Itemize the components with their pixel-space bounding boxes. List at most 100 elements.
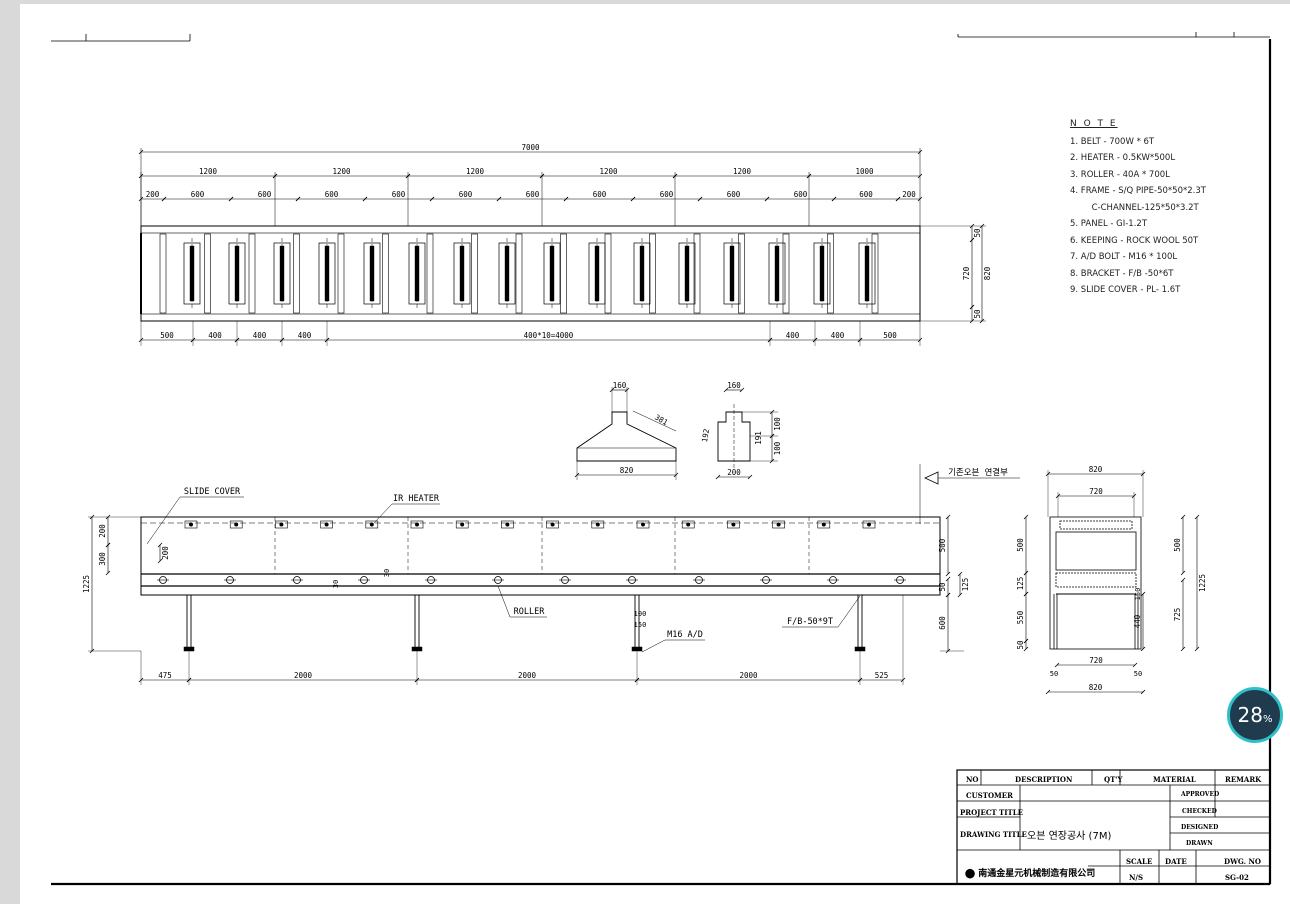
side-right-125-text: 125: [961, 578, 970, 592]
side-heater-dot-0: [189, 522, 193, 527]
plan-roller-7: [471, 233, 478, 314]
note-item-9: 9. SLIDE COVER - PL- 1.6T: [1070, 285, 1181, 295]
section-top-720-text: 720: [1089, 487, 1103, 496]
plan-bottom-dim-0-text: 500: [160, 331, 174, 340]
side-heater-11: [681, 520, 695, 529]
plan-roller-4: [337, 233, 345, 314]
dim-tick: [715, 474, 721, 480]
plan-roller-8: [515, 233, 523, 314]
hood-right-base-dim-text: 200: [727, 468, 741, 477]
label-ir-heater: IR HEATER: [393, 494, 440, 504]
note-item-2: 2. HEATER - 0.5KW*500L: [1070, 153, 1176, 163]
tb-drawing-title-label: DRAWING TITLE: [960, 830, 1027, 839]
plan-sub-dim-9-text: 600: [727, 190, 741, 199]
dim-tick: [1023, 514, 1029, 520]
label-slide-cover: SLIDE COVER: [184, 487, 241, 497]
plan-sub-dim-6-text: 600: [526, 190, 540, 199]
side-heater-dot-4: [369, 522, 374, 527]
hood-left-slant-line: [632, 410, 677, 432]
side-inner-30b: 30: [383, 569, 391, 577]
tb-description: DESCRIPTION: [1015, 775, 1073, 784]
plan-sub-dim-12-text: 200: [902, 190, 916, 199]
side-bottom-dim-0-text: 475: [158, 671, 172, 680]
section-cover-hatch: [1059, 520, 1133, 530]
tb-checked: CHECKED: [1182, 808, 1217, 815]
dim-tick: [1140, 646, 1146, 652]
side-foot-0: [183, 646, 195, 652]
section-belt-hatch: [1055, 572, 1137, 588]
note-item-7: 7. A/D BOLT - M16 * 100L: [1070, 252, 1178, 262]
plan-roller-3: [293, 233, 300, 314]
plan-seg-dim-3-text: 1200: [599, 167, 618, 176]
note-item-5: 5. PANEL - GI-1.2T: [1070, 219, 1148, 229]
section-bottom-820-text: 820: [1089, 683, 1103, 692]
hood-left-top-dim-text: 160: [613, 381, 627, 390]
section-outline: [1049, 516, 1142, 650]
zoom-progress-badge[interactable]: 28%: [1227, 687, 1283, 743]
tb-company: ⬤ 南通金星元机械制造有限公司: [965, 866, 1095, 879]
tb-approved: APPROVED: [1181, 791, 1220, 798]
label-bracket: F/B-50*9T: [787, 617, 833, 627]
note-item-4: 4. FRAME - S/Q PIPE-50*50*2.3T: [1070, 186, 1206, 196]
side-heater-3: [320, 520, 333, 529]
plan-heater-element-13: [774, 245, 780, 302]
dim-tick: [945, 571, 951, 577]
label-anchor-leader: [641, 639, 666, 653]
label-roller: ROLLER: [514, 607, 546, 617]
dim-tick: [1180, 646, 1186, 652]
notes-block: N O T E 1. BELT - 700W * 6T 2. HEATER - …: [1070, 116, 1206, 299]
dim-tick: [917, 196, 923, 202]
plan-roller-6: [426, 233, 434, 314]
side-heater-8: [546, 520, 559, 529]
side-heater-6: [455, 520, 469, 529]
side-heater-13: [772, 520, 785, 529]
side-heater-dot-5: [415, 522, 419, 527]
tb-customer: CUSTOMER: [966, 791, 1013, 800]
plan-heater-element-15: [864, 245, 870, 302]
side-bottom-dim-1-text: 2000: [294, 671, 313, 680]
side-heater-dot-15: [867, 522, 871, 527]
section-left-50-text: 50: [1016, 640, 1025, 650]
tb-project-title: PROJECT TITLE: [960, 808, 1023, 817]
section-top-820-text: 820: [1089, 465, 1103, 474]
side-heater-dot-2: [279, 522, 284, 527]
plan-heater-element-3: [324, 245, 330, 302]
plan-roller-12: [693, 233, 701, 314]
section-right-1225-text: 1225: [1198, 574, 1207, 592]
section-chamber: [1055, 531, 1137, 571]
label-ir-heater-leader: [373, 503, 393, 524]
tb-designed: DESIGNED: [1181, 824, 1219, 831]
plan-seg-dim-1-text: 1200: [332, 167, 351, 176]
plan-roller-14: [782, 233, 790, 314]
note-item-8: 8. BRACKET - F/B -50*6T: [1070, 268, 1174, 279]
side-heater-dot-9: [595, 522, 600, 527]
plan-seg-dim-0-text: 1200: [199, 167, 218, 176]
hood-right-side-right: 191: [754, 431, 763, 445]
plan-heater-element-11: [684, 245, 690, 302]
tb-scale: N/S: [1129, 873, 1144, 882]
side-heater-dot-3: [324, 522, 329, 527]
side-heater-dot-8: [550, 522, 555, 527]
plan-right-50a-text: 50: [973, 228, 982, 238]
dim-tick: [1194, 646, 1200, 652]
side-heater-5: [410, 520, 424, 529]
section-bottom-720-text: 720: [1089, 656, 1103, 665]
dim-tick: [957, 571, 963, 577]
dim-tick: [161, 196, 167, 202]
dim-tick: [1140, 689, 1146, 695]
plan-right-50b-text: 50: [973, 309, 982, 319]
dim-tick: [563, 196, 569, 202]
section-right-440-text: 440: [1133, 614, 1142, 628]
plan-heater-element-8: [549, 245, 555, 302]
tb-drawn: DRAWN: [1186, 840, 1213, 847]
note-item-3: 3. ROLLER - 40A * 700L: [1070, 169, 1170, 180]
tb-remark: REMARK: [1225, 775, 1262, 784]
side-heater-dot-7: [505, 522, 510, 527]
label-slide-cover-leader: [146, 496, 181, 545]
dim-tick: [362, 196, 368, 202]
plan-seg-dim-2-text: 1200: [466, 167, 485, 176]
section-bottom-50b: 50: [1134, 670, 1142, 678]
plan-roller-5: [382, 233, 389, 314]
plan-sub-dim-3-text: 600: [325, 190, 339, 199]
